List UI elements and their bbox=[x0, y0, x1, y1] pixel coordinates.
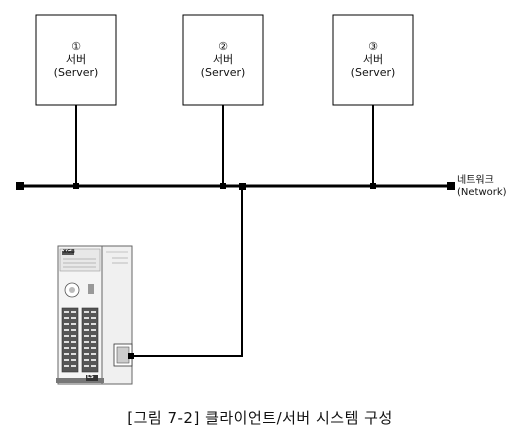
tap-client bbox=[239, 183, 246, 190]
server-number-3: ③ bbox=[368, 40, 378, 53]
network-name: 네트워크 bbox=[457, 175, 494, 186]
plc-device bbox=[56, 245, 133, 385]
server-number-1: ① bbox=[71, 40, 81, 53]
server-label-2: ② 서버 (Server) bbox=[183, 40, 263, 79]
server-box-1 bbox=[35, 14, 117, 106]
server-name-2: 서버 bbox=[212, 53, 234, 66]
plc-logo: LS bbox=[87, 374, 94, 380]
server-sub-2: (Server) bbox=[200, 66, 246, 79]
client-port bbox=[128, 353, 134, 359]
bus-end-left bbox=[16, 182, 24, 190]
bus-end-right bbox=[447, 182, 455, 190]
tap-server-3 bbox=[370, 183, 376, 189]
server-number-2: ② bbox=[218, 40, 228, 53]
network-sub: (Network) bbox=[457, 187, 507, 198]
server-box-3 bbox=[332, 14, 414, 106]
server-label-3: ③ 서버 (Server) bbox=[333, 40, 413, 79]
server-box-2 bbox=[182, 14, 264, 106]
client-link bbox=[132, 189, 243, 357]
server-name-3: 서버 bbox=[362, 53, 384, 66]
server-sub-3: (Server) bbox=[350, 66, 396, 79]
server-name-1: 서버 bbox=[65, 53, 87, 66]
tap-server-2 bbox=[220, 183, 226, 189]
network-label: 네트워크 (Network) bbox=[457, 175, 517, 199]
figure-caption: [그림 7-2] 클라이언트/서버 시스템 구성 bbox=[127, 409, 393, 427]
server-sub-1: (Server) bbox=[53, 66, 99, 79]
server-label-1: ① 서버 (Server) bbox=[36, 40, 116, 79]
tap-server-1 bbox=[73, 183, 79, 189]
plc-brand: XGB bbox=[63, 249, 75, 255]
